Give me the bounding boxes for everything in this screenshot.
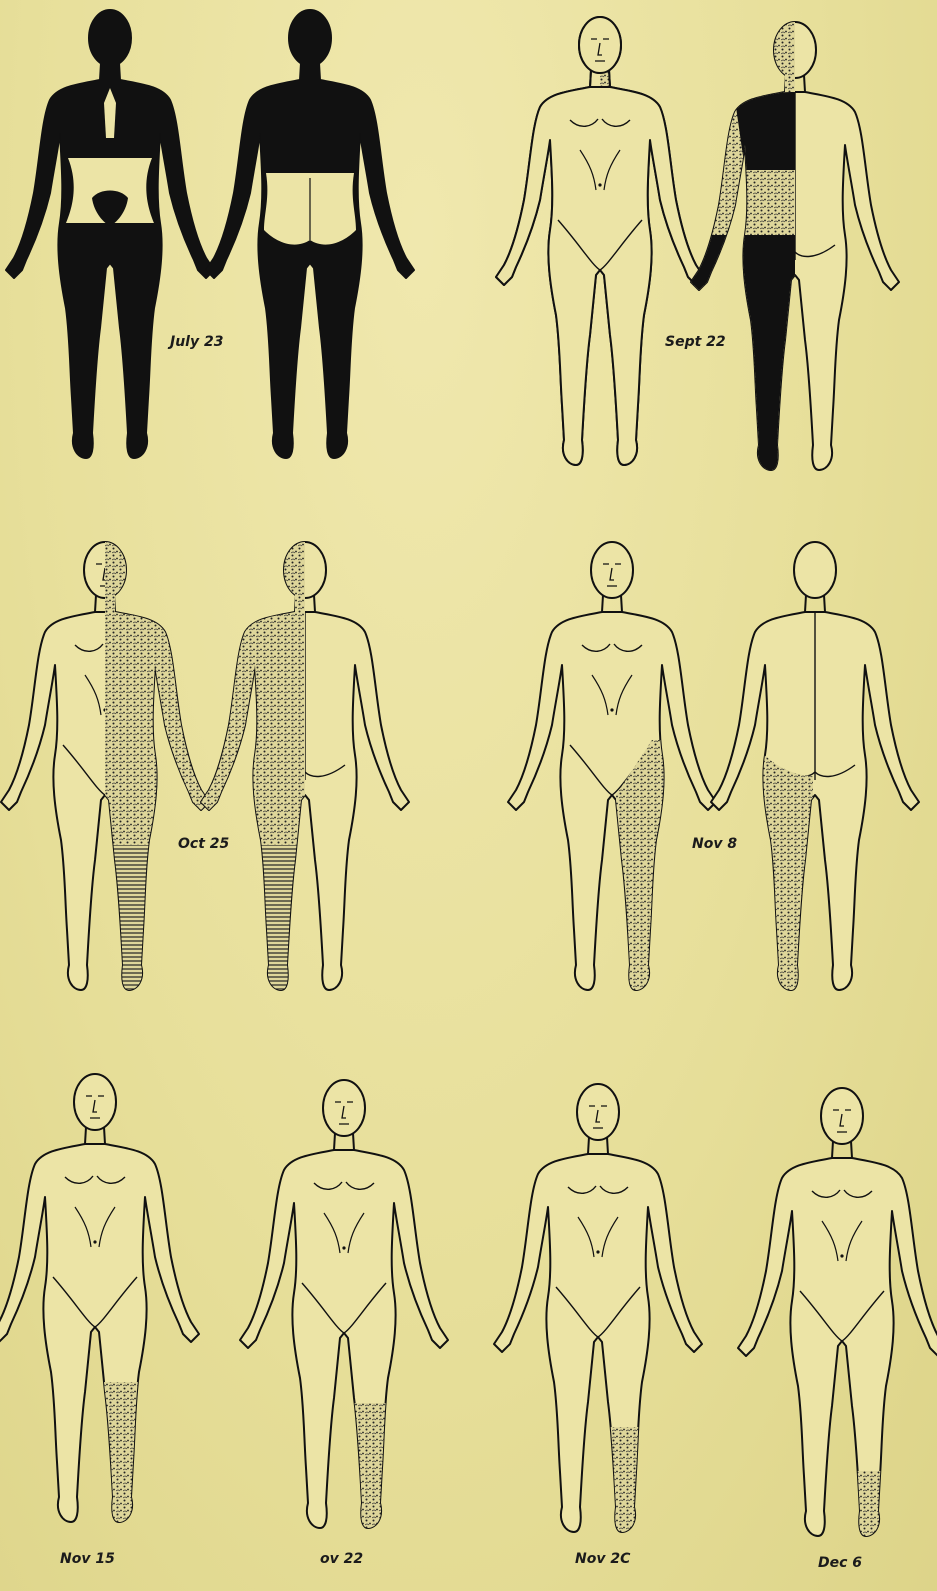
figure-nov29-front — [494, 1084, 702, 1547]
label-nov8: Nov 8 — [692, 836, 737, 852]
label-nov29: Nov 2C — [575, 1551, 631, 1567]
label-sept22: Sept 22 — [665, 334, 726, 350]
figure-sept22-front — [496, 15, 710, 475]
label-july23: July 23 — [167, 334, 223, 350]
figure-nov22-front — [240, 1080, 448, 1543]
figure-dec6-front — [738, 1088, 937, 1551]
label-dec6: Dec 6 — [818, 1555, 862, 1571]
label-oct25: Oct 25 — [178, 836, 230, 852]
figure-july23-front — [0, 8, 220, 468]
figure-nov8-front — [508, 542, 716, 1005]
label-nov15: Nov 15 — [60, 1551, 115, 1567]
label-nov22: ov 22 — [320, 1551, 363, 1567]
figure-oct25-front — [1, 540, 215, 1005]
figure-july23-back — [200, 8, 420, 468]
figure-sept22-back — [685, 20, 899, 480]
figure-oct25-back — [195, 540, 409, 1005]
figure-nov8-back — [711, 542, 919, 1005]
figure-nov15-front — [0, 1074, 199, 1537]
